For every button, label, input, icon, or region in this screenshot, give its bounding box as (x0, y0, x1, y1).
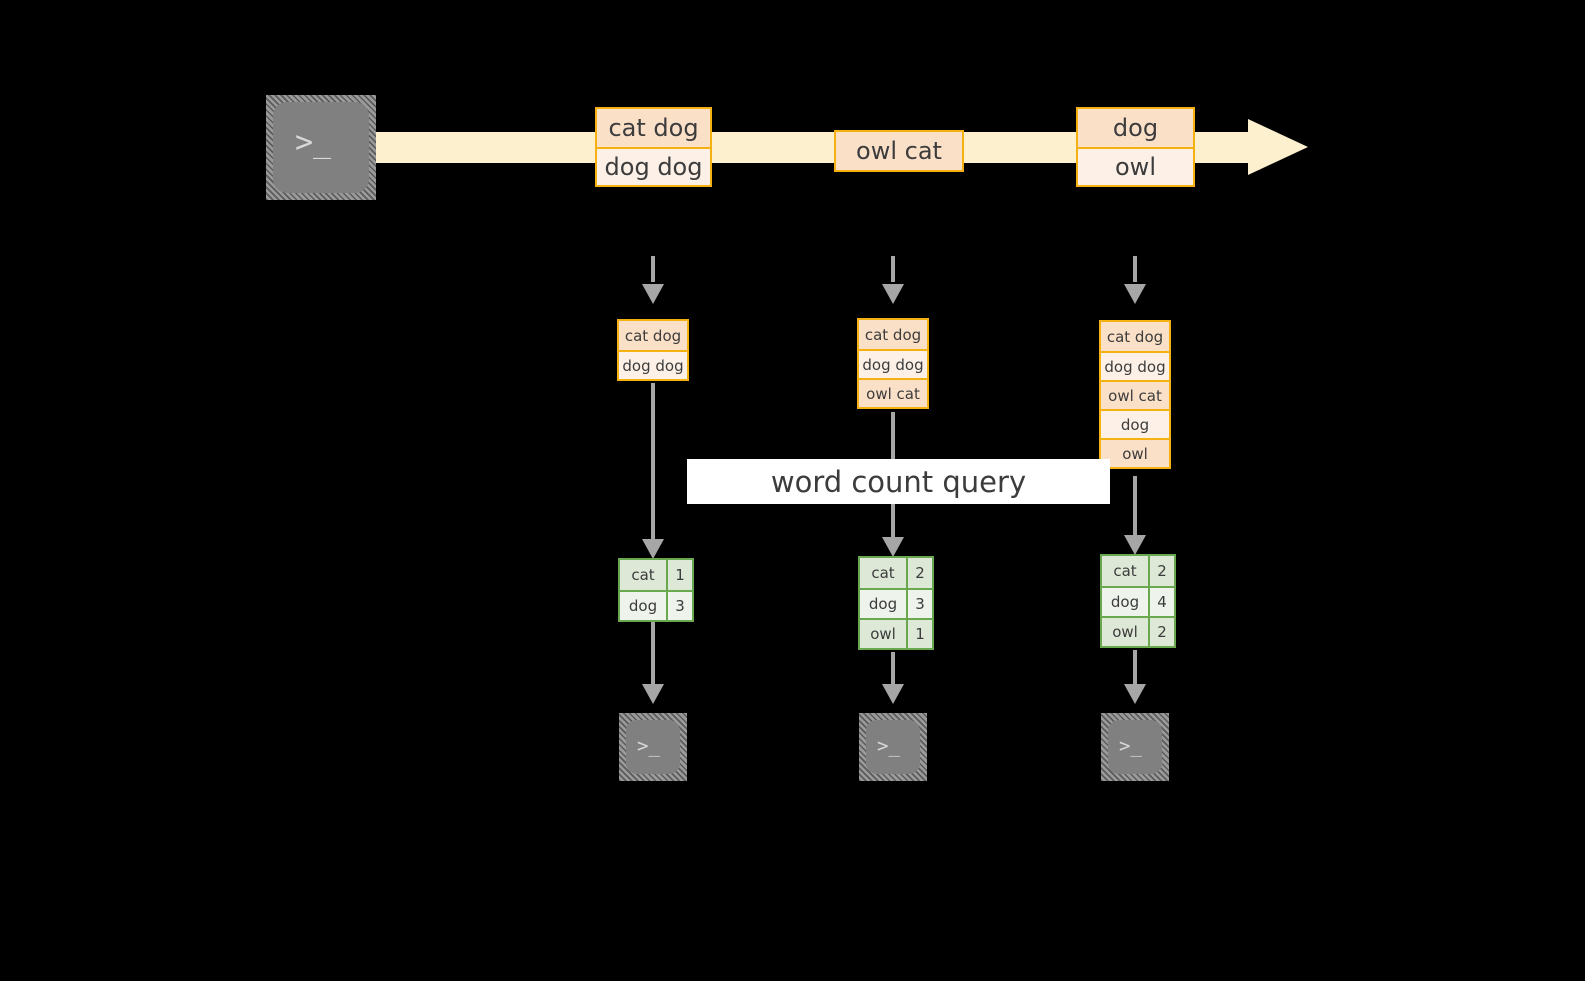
table-row: cat 2 (1102, 556, 1174, 586)
column-2-sink-terminal-icon: >_ (859, 713, 927, 781)
result-word: owl (860, 620, 906, 648)
terminal-prompt-glyph: >_ (1119, 735, 1142, 757)
stream-arrow-head (1248, 119, 1308, 175)
terminal-prompt-glyph: >_ (877, 735, 900, 757)
terminal-screen: >_ (273, 102, 369, 193)
column-3-input-table: cat dog dog dog owl cat dog owl (1099, 320, 1171, 469)
input-row: cat dog (1101, 322, 1169, 351)
table-row: dog 3 (620, 590, 692, 620)
column-1-sink-terminal-icon: >_ (619, 713, 687, 781)
table-row: owl 1 (860, 618, 932, 648)
column-3-sink-arrowhead (1124, 684, 1146, 704)
result-count: 4 (1148, 588, 1174, 616)
table-row: owl 2 (1102, 616, 1174, 646)
column-1-result-table: cat 1 dog 3 (618, 558, 694, 622)
table-row: cat 2 (860, 558, 932, 588)
column-1-query-line (651, 383, 655, 546)
input-row: dog dog (1101, 351, 1169, 380)
result-word: dog (620, 592, 666, 620)
column-3-query-arrowhead (1124, 535, 1146, 555)
stream-batch-line: dog dog (597, 147, 710, 185)
column-1-feed-arrowhead (642, 284, 664, 304)
stream-batch-3: dog owl (1076, 107, 1195, 187)
column-2-feed-line (891, 256, 895, 282)
result-count: 2 (1148, 556, 1174, 586)
result-count: 1 (666, 560, 692, 590)
column-2-result-table: cat 2 dog 3 owl 1 (858, 556, 934, 650)
table-row: dog 4 (1102, 586, 1174, 616)
column-1-input-table: cat dog dog dog (617, 319, 689, 381)
terminal-screen: >_ (866, 720, 920, 774)
column-1-feed-line (651, 256, 655, 282)
stream-batch-line: cat dog (597, 109, 710, 147)
result-word: cat (860, 558, 906, 588)
column-2-query-arrowhead (882, 537, 904, 557)
input-row: owl (1101, 438, 1169, 467)
column-3-result-table: cat 2 dog 4 owl 2 (1100, 554, 1176, 648)
source-terminal-icon: >_ (266, 95, 376, 200)
stream-batch-line: owl (1078, 147, 1193, 185)
input-row: cat dog (619, 321, 687, 350)
result-count: 3 (666, 592, 692, 620)
column-1-sink-arrowhead (642, 684, 664, 704)
result-count: 2 (906, 558, 932, 588)
column-3-feed-arrowhead (1124, 284, 1146, 304)
result-count: 1 (906, 620, 932, 648)
column-2-feed-arrowhead (882, 284, 904, 304)
column-3-sink-line (1133, 650, 1137, 690)
result-word: owl (1102, 618, 1148, 646)
result-count: 2 (1148, 618, 1174, 646)
result-word: dog (1102, 588, 1148, 616)
input-row: dog dog (859, 349, 927, 378)
stream-batch-line: owl cat (836, 132, 962, 170)
terminal-prompt-glyph: >_ (295, 125, 332, 160)
input-row: owl cat (1101, 380, 1169, 409)
terminal-prompt-glyph: >_ (637, 735, 660, 757)
terminal-screen: >_ (626, 720, 680, 774)
result-count: 3 (906, 590, 932, 618)
input-row: dog (1101, 409, 1169, 438)
stream-batch-line: dog (1078, 109, 1193, 147)
column-1-query-arrowhead (642, 539, 664, 559)
table-row: dog 3 (860, 588, 932, 618)
column-1-sink-line (651, 622, 655, 690)
query-label: word count query (687, 459, 1110, 504)
column-2-sink-arrowhead (882, 684, 904, 704)
column-2-sink-line (891, 652, 895, 690)
input-row: owl cat (859, 378, 927, 407)
table-row: cat 1 (620, 560, 692, 590)
terminal-screen: >_ (1108, 720, 1162, 774)
column-3-feed-line (1133, 256, 1137, 282)
input-row: dog dog (619, 350, 687, 379)
input-row: cat dog (859, 320, 927, 349)
stream-batch-2: owl cat (834, 130, 964, 172)
column-3-query-line (1133, 476, 1137, 546)
column-2-input-table: cat dog dog dog owl cat (857, 318, 929, 409)
column-3-sink-terminal-icon: >_ (1101, 713, 1169, 781)
result-word: cat (1102, 556, 1148, 586)
result-word: cat (620, 560, 666, 590)
stream-batch-1: cat dog dog dog (595, 107, 712, 187)
result-word: dog (860, 590, 906, 618)
